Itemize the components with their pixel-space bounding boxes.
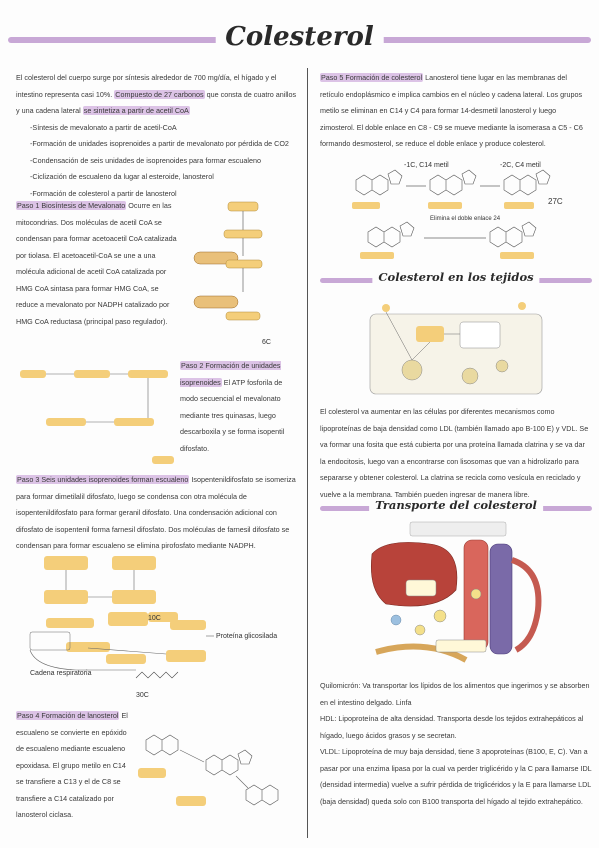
- label-10c: 10C: [148, 615, 161, 622]
- label-proteina: Proteína glicosilada: [216, 633, 277, 640]
- paso1-text: Ocurre en las mitocondrias. Dos molécula…: [16, 201, 177, 326]
- paso3-title: Paso 3 Seis unidades isoprenoides forman…: [16, 475, 190, 484]
- paso4-title: Paso 4 Formación de lanosterol: [16, 711, 120, 720]
- tejidos-header: Colesterol en los tejidos: [320, 270, 592, 290]
- paso5-title: Paso 5 Formación de colesterol: [320, 73, 424, 82]
- paso1-section: Paso 1 Biosíntesis de Mevalonato Ocurre …: [16, 198, 178, 330]
- quilomicron-text: Quilomicrón: Va transportar los lípidos …: [320, 681, 590, 707]
- intro-paragraph: El colesterol del cuerpo surge por sínte…: [16, 73, 297, 115]
- paso4-section: Paso 4 Formación de lanosterol El escual…: [16, 708, 132, 824]
- step-item: -Condensación de seis unidades de isopre…: [30, 155, 261, 165]
- label-c14-metil: -1C, C14 metil: [404, 162, 449, 169]
- paso3-section: Paso 3 Seis unidades isoprenoides forman…: [16, 472, 301, 555]
- paso2-section: Paso 2 Formación de unidades isoprenoide…: [180, 358, 300, 457]
- label-c4-metil: -2C, C4 metil: [500, 162, 541, 169]
- transporte-header: Transporte del colesterol: [320, 498, 592, 518]
- label-30c: 30C: [136, 692, 149, 699]
- step-item: -Formación de unidades isoprenoides a pa…: [30, 139, 289, 148]
- step-item: -Ciclización de escualeno da lugar al es…: [30, 172, 214, 181]
- vldl-text: VLDL: Lipoproteína de muy baja densidad,…: [320, 747, 592, 806]
- paso3-text: Isopentenildifosfato se isomeriza para f…: [16, 475, 296, 550]
- mevalonate-pathway-figure: 6C: [193, 201, 271, 344]
- lanosterol-figure: [138, 734, 279, 806]
- tejidos-title: Colesterol en los tejidos: [372, 270, 540, 284]
- paso5-text: Lanosterol tiene lugar en las membranas …: [320, 73, 583, 148]
- title-banner: Colesterol: [0, 22, 599, 54]
- paso5-section: Paso 5 Formación de colesterol Lanostero…: [320, 70, 592, 153]
- label-cadena: Cadena respiratoria: [30, 670, 92, 677]
- paso2-text: El ATP fosforila de modo secuencial el m…: [180, 377, 285, 453]
- lipoprotein-transport-figure: [371, 521, 542, 663]
- transporte-section: Quilomicrón: Va transportar los lípidos …: [320, 678, 592, 810]
- cholesterol-formation-figure: -1C, C14 metil -2C, C4 metil 27C Elimina…: [352, 162, 563, 259]
- squalene-figure: 10C Proteína glicosilada Cadena respirat…: [29, 556, 277, 699]
- step-item: -Formación de colesterol a partir de lan…: [30, 188, 177, 198]
- hdl-text: HDL: Lipoproteína de alta densidad. Tran…: [320, 714, 584, 740]
- tejidos-text: El colesterol va aumentar en las células…: [320, 407, 589, 499]
- label-doble-enlace: Elimina el doble enlace 24: [430, 216, 501, 222]
- isoprenoid-figure: [20, 370, 174, 464]
- step-item: -Síntesis de mevalonato a partir de acet…: [30, 122, 177, 132]
- cell-uptake-figure: [369, 302, 543, 395]
- label-27c: 27C: [548, 197, 563, 206]
- paso1-title: Paso 1 Biosíntesis de Mevalonato: [16, 201, 127, 210]
- page-title: Colesterol: [215, 22, 384, 52]
- paso4-text: El escualeno se convierte en epóxido de …: [16, 711, 128, 819]
- label-6c: 6C: [262, 339, 271, 344]
- tejidos-section: El colesterol va aumentar en las células…: [320, 404, 592, 503]
- column-divider: [307, 68, 308, 838]
- intro-section: El colesterol del cuerpo surge por sínte…: [16, 70, 301, 202]
- transporte-title: Transporte del colesterol: [369, 498, 543, 512]
